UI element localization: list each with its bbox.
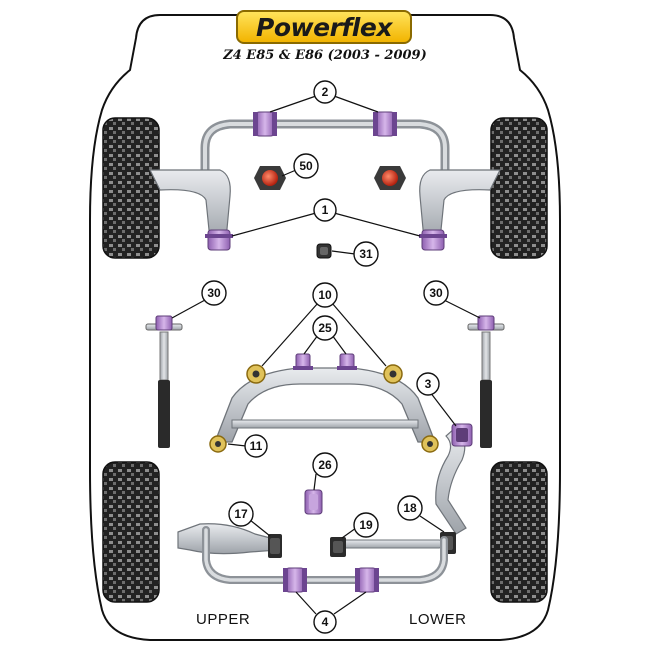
powerflex-logo: Powerflex bbox=[236, 10, 412, 44]
callout-1: 1 bbox=[313, 198, 337, 222]
svg-text:11: 11 bbox=[250, 439, 263, 453]
tyre-rear-left bbox=[102, 461, 160, 603]
svg-text:1: 1 bbox=[322, 203, 329, 217]
bush-50-left bbox=[254, 166, 286, 190]
svg-text:3: 3 bbox=[425, 377, 432, 391]
tyre-front-left bbox=[102, 117, 160, 259]
bush-11-right bbox=[421, 435, 439, 453]
rear-lower-link bbox=[341, 539, 443, 549]
svg-text:30: 30 bbox=[429, 286, 443, 300]
vehicle-subtitle: Z4 E85 & E86 (2003 - 2009) bbox=[223, 48, 427, 63]
bush-2-right bbox=[373, 111, 397, 137]
upper-label: UPPER bbox=[196, 611, 251, 628]
bush-4-left bbox=[283, 567, 307, 593]
callout-10: 10 bbox=[312, 282, 338, 308]
leader-lines bbox=[171, 95, 481, 615]
svg-text:18: 18 bbox=[403, 501, 417, 515]
svg-text:10: 10 bbox=[318, 288, 332, 302]
bush-3 bbox=[451, 423, 473, 447]
rear-shock-left bbox=[145, 315, 183, 448]
svg-text:25: 25 bbox=[318, 321, 332, 335]
callout-26: 26 bbox=[312, 452, 338, 478]
bush-19 bbox=[330, 537, 346, 557]
bush-26 bbox=[304, 489, 323, 515]
callout-30-right: 30 bbox=[423, 280, 449, 306]
bush-11-left bbox=[209, 435, 227, 453]
callout-17: 17 bbox=[228, 501, 254, 527]
callout-50: 50 bbox=[293, 153, 319, 179]
svg-text:31: 31 bbox=[359, 247, 373, 261]
callout-11: 11 bbox=[244, 434, 268, 458]
logo-text: Powerflex bbox=[256, 12, 392, 42]
svg-text:50: 50 bbox=[299, 159, 313, 173]
svg-text:30: 30 bbox=[207, 286, 221, 300]
bush-25-group bbox=[293, 353, 357, 370]
callout-4: 4 bbox=[313, 610, 337, 634]
car-body-outline bbox=[89, 14, 561, 641]
front-anti-roll-bar bbox=[200, 119, 450, 190]
svg-text:17: 17 bbox=[234, 507, 248, 521]
lower-label: LOWER bbox=[409, 611, 467, 628]
callout-25: 25 bbox=[312, 315, 338, 341]
bush-10-right bbox=[383, 364, 403, 384]
bush-4-right bbox=[355, 567, 379, 593]
callout-3: 3 bbox=[416, 372, 440, 396]
rear-shock-right bbox=[467, 315, 505, 448]
callout-19: 19 bbox=[353, 512, 379, 538]
bush-10-left bbox=[246, 364, 266, 384]
bush-1-left bbox=[205, 229, 233, 251]
tyre-front-right bbox=[490, 117, 548, 259]
callout-31: 31 bbox=[353, 241, 379, 267]
svg-text:26: 26 bbox=[318, 458, 332, 472]
bush-1-right bbox=[419, 229, 447, 251]
callout-30-left: 30 bbox=[201, 280, 227, 306]
svg-text:19: 19 bbox=[359, 518, 373, 532]
bush-31 bbox=[316, 243, 332, 259]
bush-50-right bbox=[374, 166, 406, 190]
rear-upper-arm bbox=[177, 523, 279, 555]
tyre-rear-right bbox=[490, 461, 548, 603]
svg-text:2: 2 bbox=[322, 85, 329, 99]
bush-2-left bbox=[253, 111, 277, 137]
svg-text:4: 4 bbox=[322, 615, 329, 629]
callout-18: 18 bbox=[397, 495, 423, 521]
bush-17 bbox=[268, 534, 282, 558]
callout-2: 2 bbox=[313, 80, 337, 104]
